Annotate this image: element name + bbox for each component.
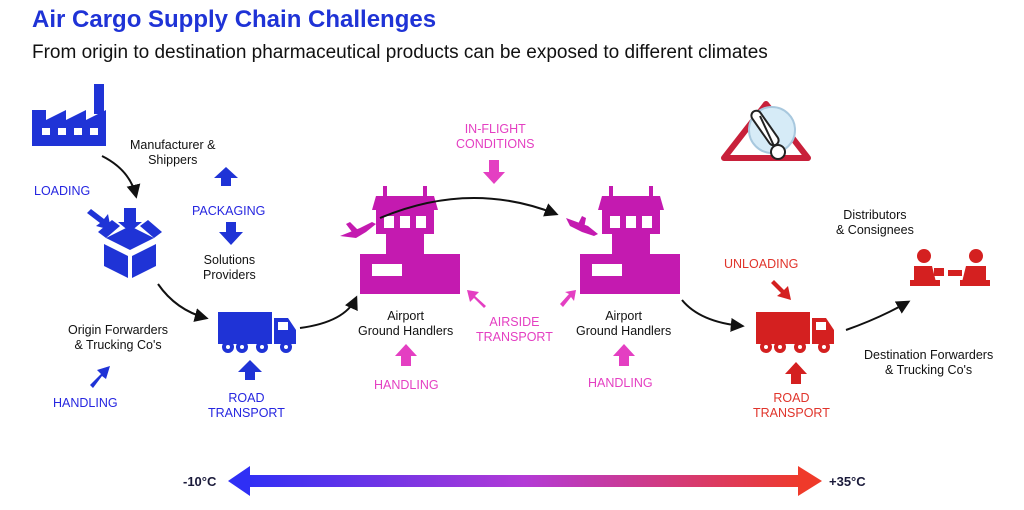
box-icon bbox=[98, 208, 162, 278]
temperature-gradient-bar bbox=[228, 466, 822, 496]
flow-arrows bbox=[101, 155, 911, 332]
origin-forwarders-label: Origin Forwarders& Trucking Co's bbox=[68, 323, 169, 352]
distributors-label: Distributors& Consignees bbox=[836, 208, 914, 237]
page-title: Air Cargo Supply Chain Challenges bbox=[32, 6, 437, 33]
thermometer-warning-icon bbox=[721, 101, 811, 161]
packaging-label: PACKAGING bbox=[192, 204, 266, 218]
red-arrows bbox=[771, 280, 807, 384]
handling-origin-label: HANDLING bbox=[53, 396, 118, 410]
destination-forwarders-label: Destination Forwarders& Trucking Co's bbox=[864, 348, 994, 377]
manufacturer-label: Manufacturer &Shippers bbox=[130, 138, 216, 167]
airplane-icon bbox=[340, 222, 376, 238]
truck-icon bbox=[756, 312, 834, 353]
pink-arrows bbox=[395, 160, 635, 366]
temperature-max-label: +35°C bbox=[829, 474, 866, 489]
airplane-icon bbox=[566, 216, 598, 236]
unloading-label: UNLOADING bbox=[724, 257, 799, 271]
handling-airport-1-label: HANDLING bbox=[374, 378, 439, 392]
factory-icon bbox=[32, 84, 106, 146]
blue-arrows bbox=[87, 167, 262, 388]
page-subtitle: From origin to destination pharmaceutica… bbox=[32, 42, 768, 63]
truck-icon bbox=[218, 312, 296, 353]
handling-airport-2-label: HANDLING bbox=[588, 376, 653, 390]
handshake-icon bbox=[910, 249, 990, 286]
loading-label: LOADING bbox=[34, 184, 91, 198]
control-tower-icon bbox=[580, 186, 680, 294]
control-tower-icon bbox=[360, 186, 460, 294]
temperature-min-label: -10°C bbox=[183, 474, 217, 489]
